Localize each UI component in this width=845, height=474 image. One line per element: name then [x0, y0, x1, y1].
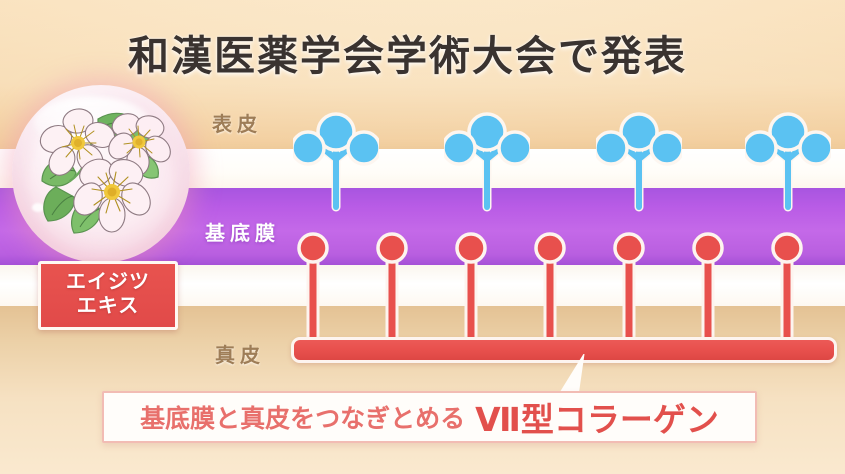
hemidesmosome-anchor-icon — [745, 107, 831, 212]
layer-label-dermis: 真皮 — [215, 345, 265, 367]
type-vii-collagen-pin-icon — [375, 228, 409, 344]
layer-label-epidermis: 表皮 — [212, 114, 262, 136]
type-vii-collagen-pin-icon — [454, 228, 488, 344]
extract-name-badge: エイジツ エキス — [38, 261, 178, 330]
caption-lead-text: 基底膜と真皮をつなぎとめる — [140, 405, 466, 433]
type-vii-collagen-pin-icon — [691, 228, 725, 344]
extract-label-line2: エキス — [76, 295, 140, 318]
type-vii-collagen-bar — [291, 337, 837, 363]
extract-label-line1: エイジツ — [66, 271, 150, 293]
hemidesmosome-anchor-icon — [596, 107, 682, 212]
caption-callout-box: 基底膜と真皮をつなぎとめる Ⅶ型コラーゲン — [102, 391, 757, 443]
rose-flowers-bubble-icon — [12, 85, 190, 263]
type-vii-collagen-pin-icon — [296, 228, 330, 344]
page-title: 和漢医薬学会学術大会で発表 — [128, 32, 687, 80]
hemidesmosome-anchor-icon — [293, 107, 379, 212]
bubble-highlight-small — [32, 203, 44, 212]
layer-label-basement-membrane: 基底膜 — [205, 223, 280, 245]
rose-flower-illustration — [39, 108, 171, 234]
hemidesmosome-anchor-icon — [444, 107, 530, 212]
type-vii-collagen-pin-icon — [533, 228, 567, 344]
callout-pointer — [557, 354, 585, 396]
type-vii-collagen-pin-icon — [770, 228, 804, 344]
type-vii-collagen-pin-icon — [612, 228, 646, 344]
caption-emphasis-text: Ⅶ型コラーゲン — [475, 401, 719, 438]
